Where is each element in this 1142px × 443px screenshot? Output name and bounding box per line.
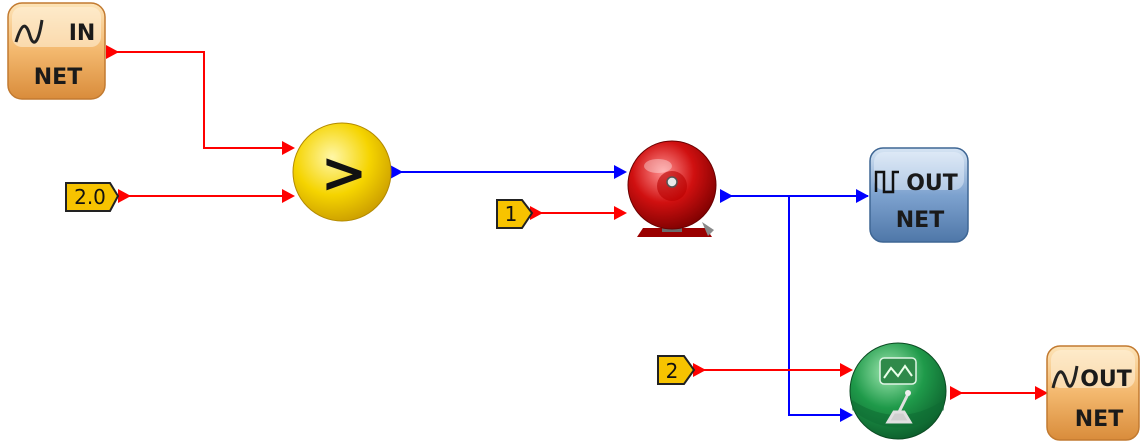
port-arrow-switch-in2[interactable] xyxy=(840,408,853,422)
net-in-block[interactable]: IN NET xyxy=(7,2,106,100)
port-arrow-alarm-in2[interactable] xyxy=(614,206,627,220)
wire-alarm-to-switch[interactable] xyxy=(788,196,850,416)
alarm-bell-block[interactable] xyxy=(627,140,717,237)
port-arrow-netin-out[interactable] xyxy=(106,45,119,59)
port-arrow-netout-analog-in[interactable] xyxy=(1035,386,1048,400)
net-out-digital-top-label: OUT xyxy=(906,171,958,196)
square-wave-icon xyxy=(874,170,899,194)
port-arrow-switch-in1[interactable] xyxy=(840,363,853,377)
net-out-analog-bottom-label: NET xyxy=(1075,407,1123,432)
waveform-icon xyxy=(883,364,913,379)
port-arrow-compare-in1[interactable] xyxy=(282,141,295,155)
port-arrow-compare-in2[interactable] xyxy=(282,189,295,203)
ports xyxy=(106,45,1048,422)
constant-1-value: 1 xyxy=(505,202,518,226)
analog-switch-block[interactable] xyxy=(849,342,947,440)
constant-1-block[interactable]: 1 xyxy=(496,199,534,229)
port-arrow-const20-out[interactable] xyxy=(118,189,131,203)
net-out-analog-block[interactable]: OUT NET xyxy=(1046,345,1140,441)
port-arrow-compare-out[interactable] xyxy=(390,165,403,179)
port-arrow-const2-out[interactable] xyxy=(693,363,706,377)
toggle-lever-icon xyxy=(885,393,913,424)
analog-wave-icon xyxy=(1051,365,1079,389)
net-in-bottom-label: NET xyxy=(34,65,82,90)
constant-2-0-block[interactable]: 2.0 xyxy=(65,182,120,212)
bell-icon xyxy=(666,176,678,188)
port-arrow-switch-out[interactable] xyxy=(950,386,963,400)
compare-block[interactable]: > xyxy=(292,122,392,222)
port-arrow-alarm-in1[interactable] xyxy=(614,165,627,179)
port-arrow-netout-digital-in[interactable] xyxy=(856,189,869,203)
analog-wave-icon xyxy=(14,19,44,44)
wire-netin-to-compare[interactable] xyxy=(110,51,292,149)
net-out-analog-top-label: OUT xyxy=(1080,367,1132,392)
port-arrow-const1-out[interactable] xyxy=(530,206,543,220)
net-out-digital-block[interactable]: OUT NET xyxy=(869,147,969,243)
greater-than-symbol: > xyxy=(321,141,368,206)
constant-2-0-value: 2.0 xyxy=(74,185,106,209)
net-in-top-label: IN xyxy=(69,21,96,46)
net-out-digital-bottom-label: NET xyxy=(896,208,944,233)
constant-2-value: 2 xyxy=(666,359,679,383)
constant-2-block[interactable]: 2 xyxy=(657,355,696,385)
wires xyxy=(110,51,1045,416)
port-arrow-alarm-out[interactable] xyxy=(720,189,733,203)
